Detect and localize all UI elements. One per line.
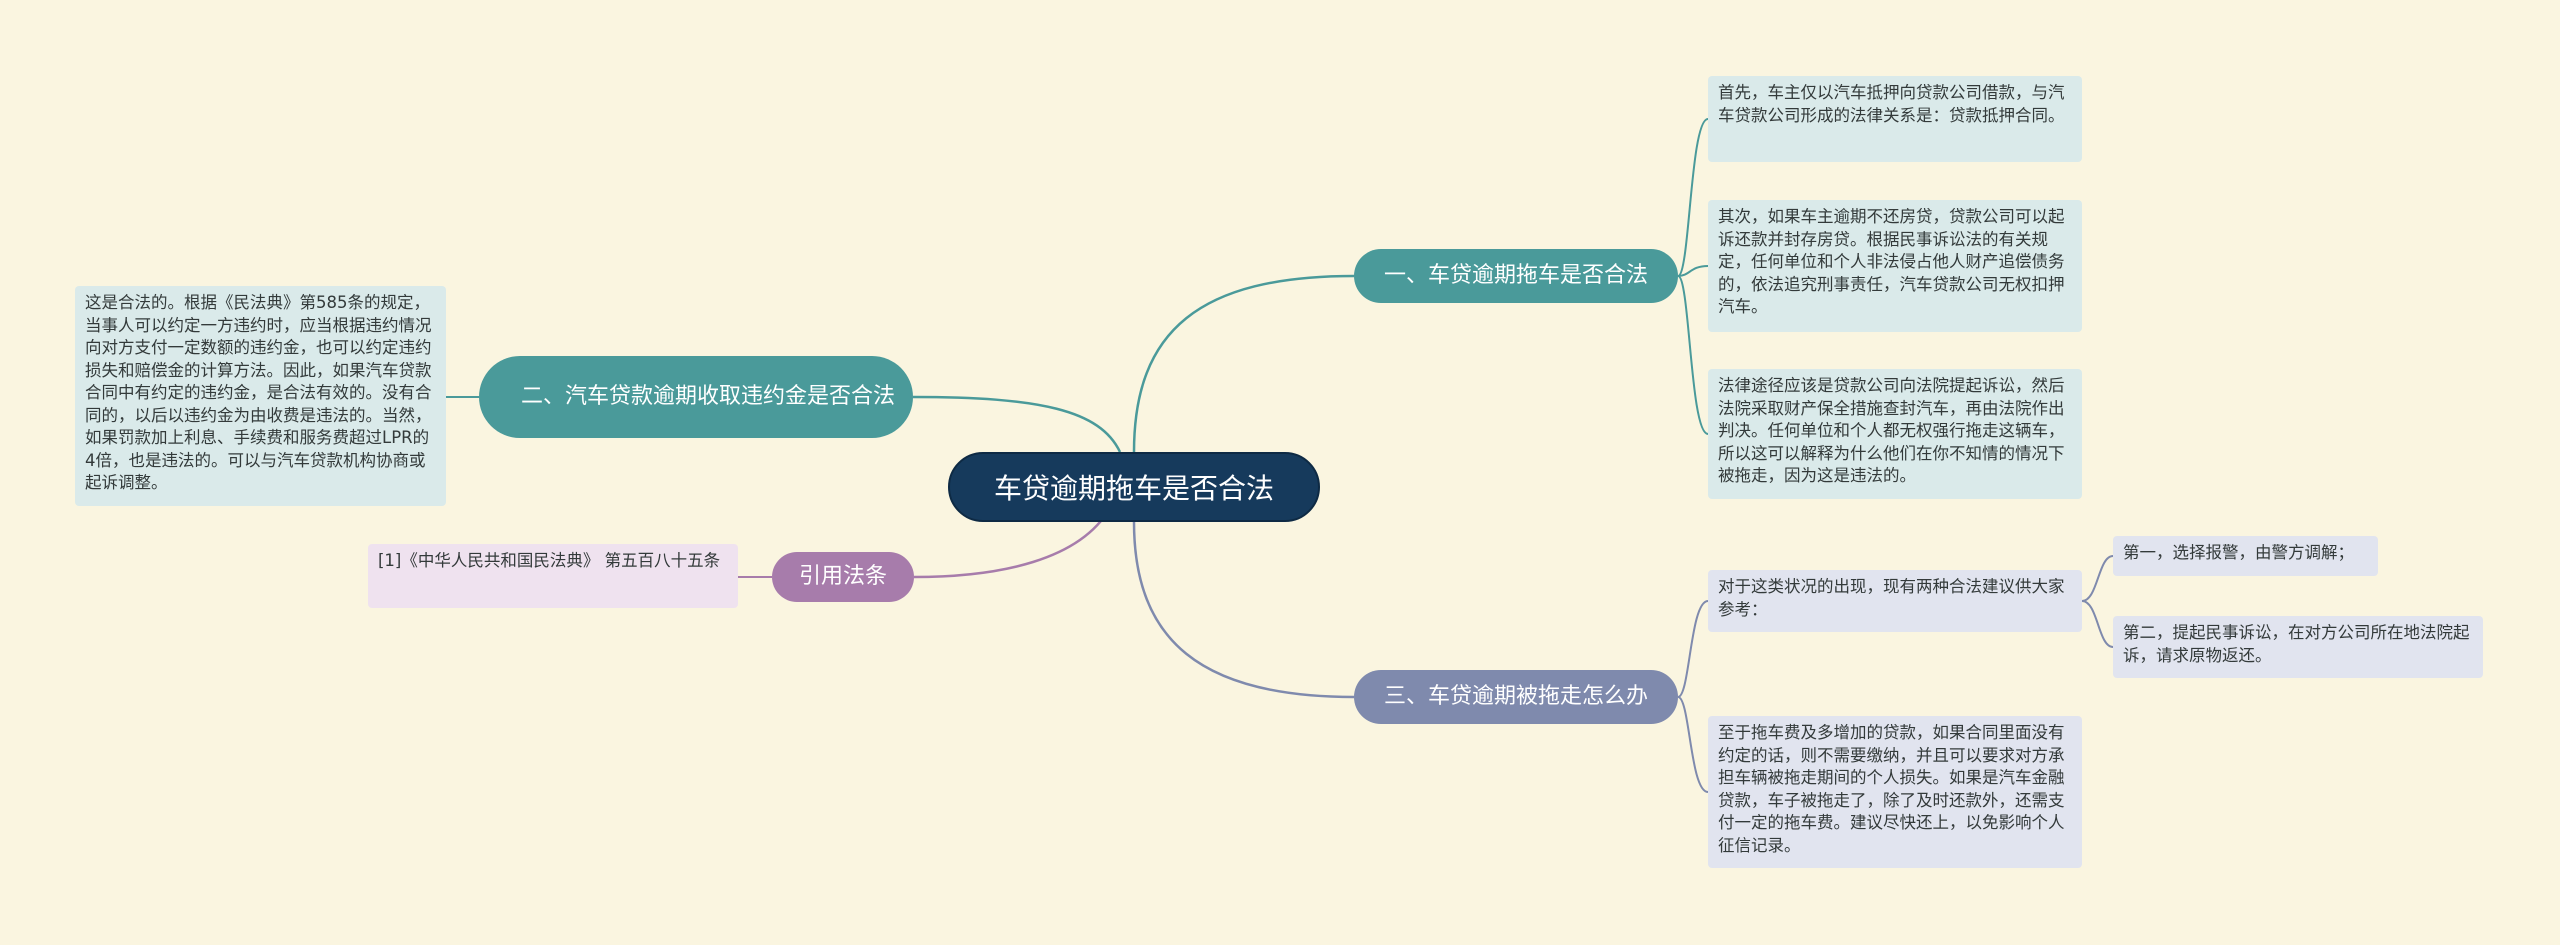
leaf-file-lawsuit[interactable]: 第二，提起民事诉讼，在对方公司所在地法院起诉，请求原物返还。 (2113, 616, 2483, 678)
leaf-mortgage-relation[interactable]: 首先，车主仅以汽车抵押向贷款公司借款，与汽车贷款公司形成的法律关系是：贷款抵押合… (1708, 76, 2082, 162)
leaf-two-suggestions[interactable]: 对于这类状况的出现，现有两种合法建议供大家参考： (1708, 570, 2082, 632)
root-topic[interactable]: 车贷逾期拖车是否合法 (948, 452, 1320, 522)
branch-cited-law[interactable]: 引用法条 (772, 552, 914, 602)
leaf-civil-code-citation[interactable]: [1]《中华人民共和国民法典》 第五百八十五条 (368, 544, 738, 608)
branch-what-to-do[interactable]: 三、车贷逾期被拖走怎么办 (1354, 670, 1678, 724)
branch-penalty-legality[interactable]: 二、汽车贷款逾期收取违约金是否合法 (479, 356, 913, 438)
leaf-penalty-explanation[interactable]: 这是合法的。根据《民法典》第585条的规定，当事人可以约定一方违约时，应当根据违… (75, 286, 446, 506)
leaf-legal-route[interactable]: 法律途径应该是贷款公司向法院提起诉讼，然后法院采取财产保全措施查封汽车，再由法院… (1708, 369, 2082, 499)
branch-is-towing-legal[interactable]: 一、车贷逾期拖车是否合法 (1354, 249, 1678, 303)
leaf-no-right-to-seize[interactable]: 其次，如果车主逾期不还房贷，贷款公司可以起诉还款并封存房贷。根据民事诉讼法的有关… (1708, 200, 2082, 332)
leaf-towing-fees[interactable]: 至于拖车费及多增加的贷款，如果合同里面没有约定的话，则不需要缴纳，并且可以要求对… (1708, 716, 2082, 868)
leaf-call-police[interactable]: 第一，选择报警，由警方调解； (2113, 536, 2378, 576)
